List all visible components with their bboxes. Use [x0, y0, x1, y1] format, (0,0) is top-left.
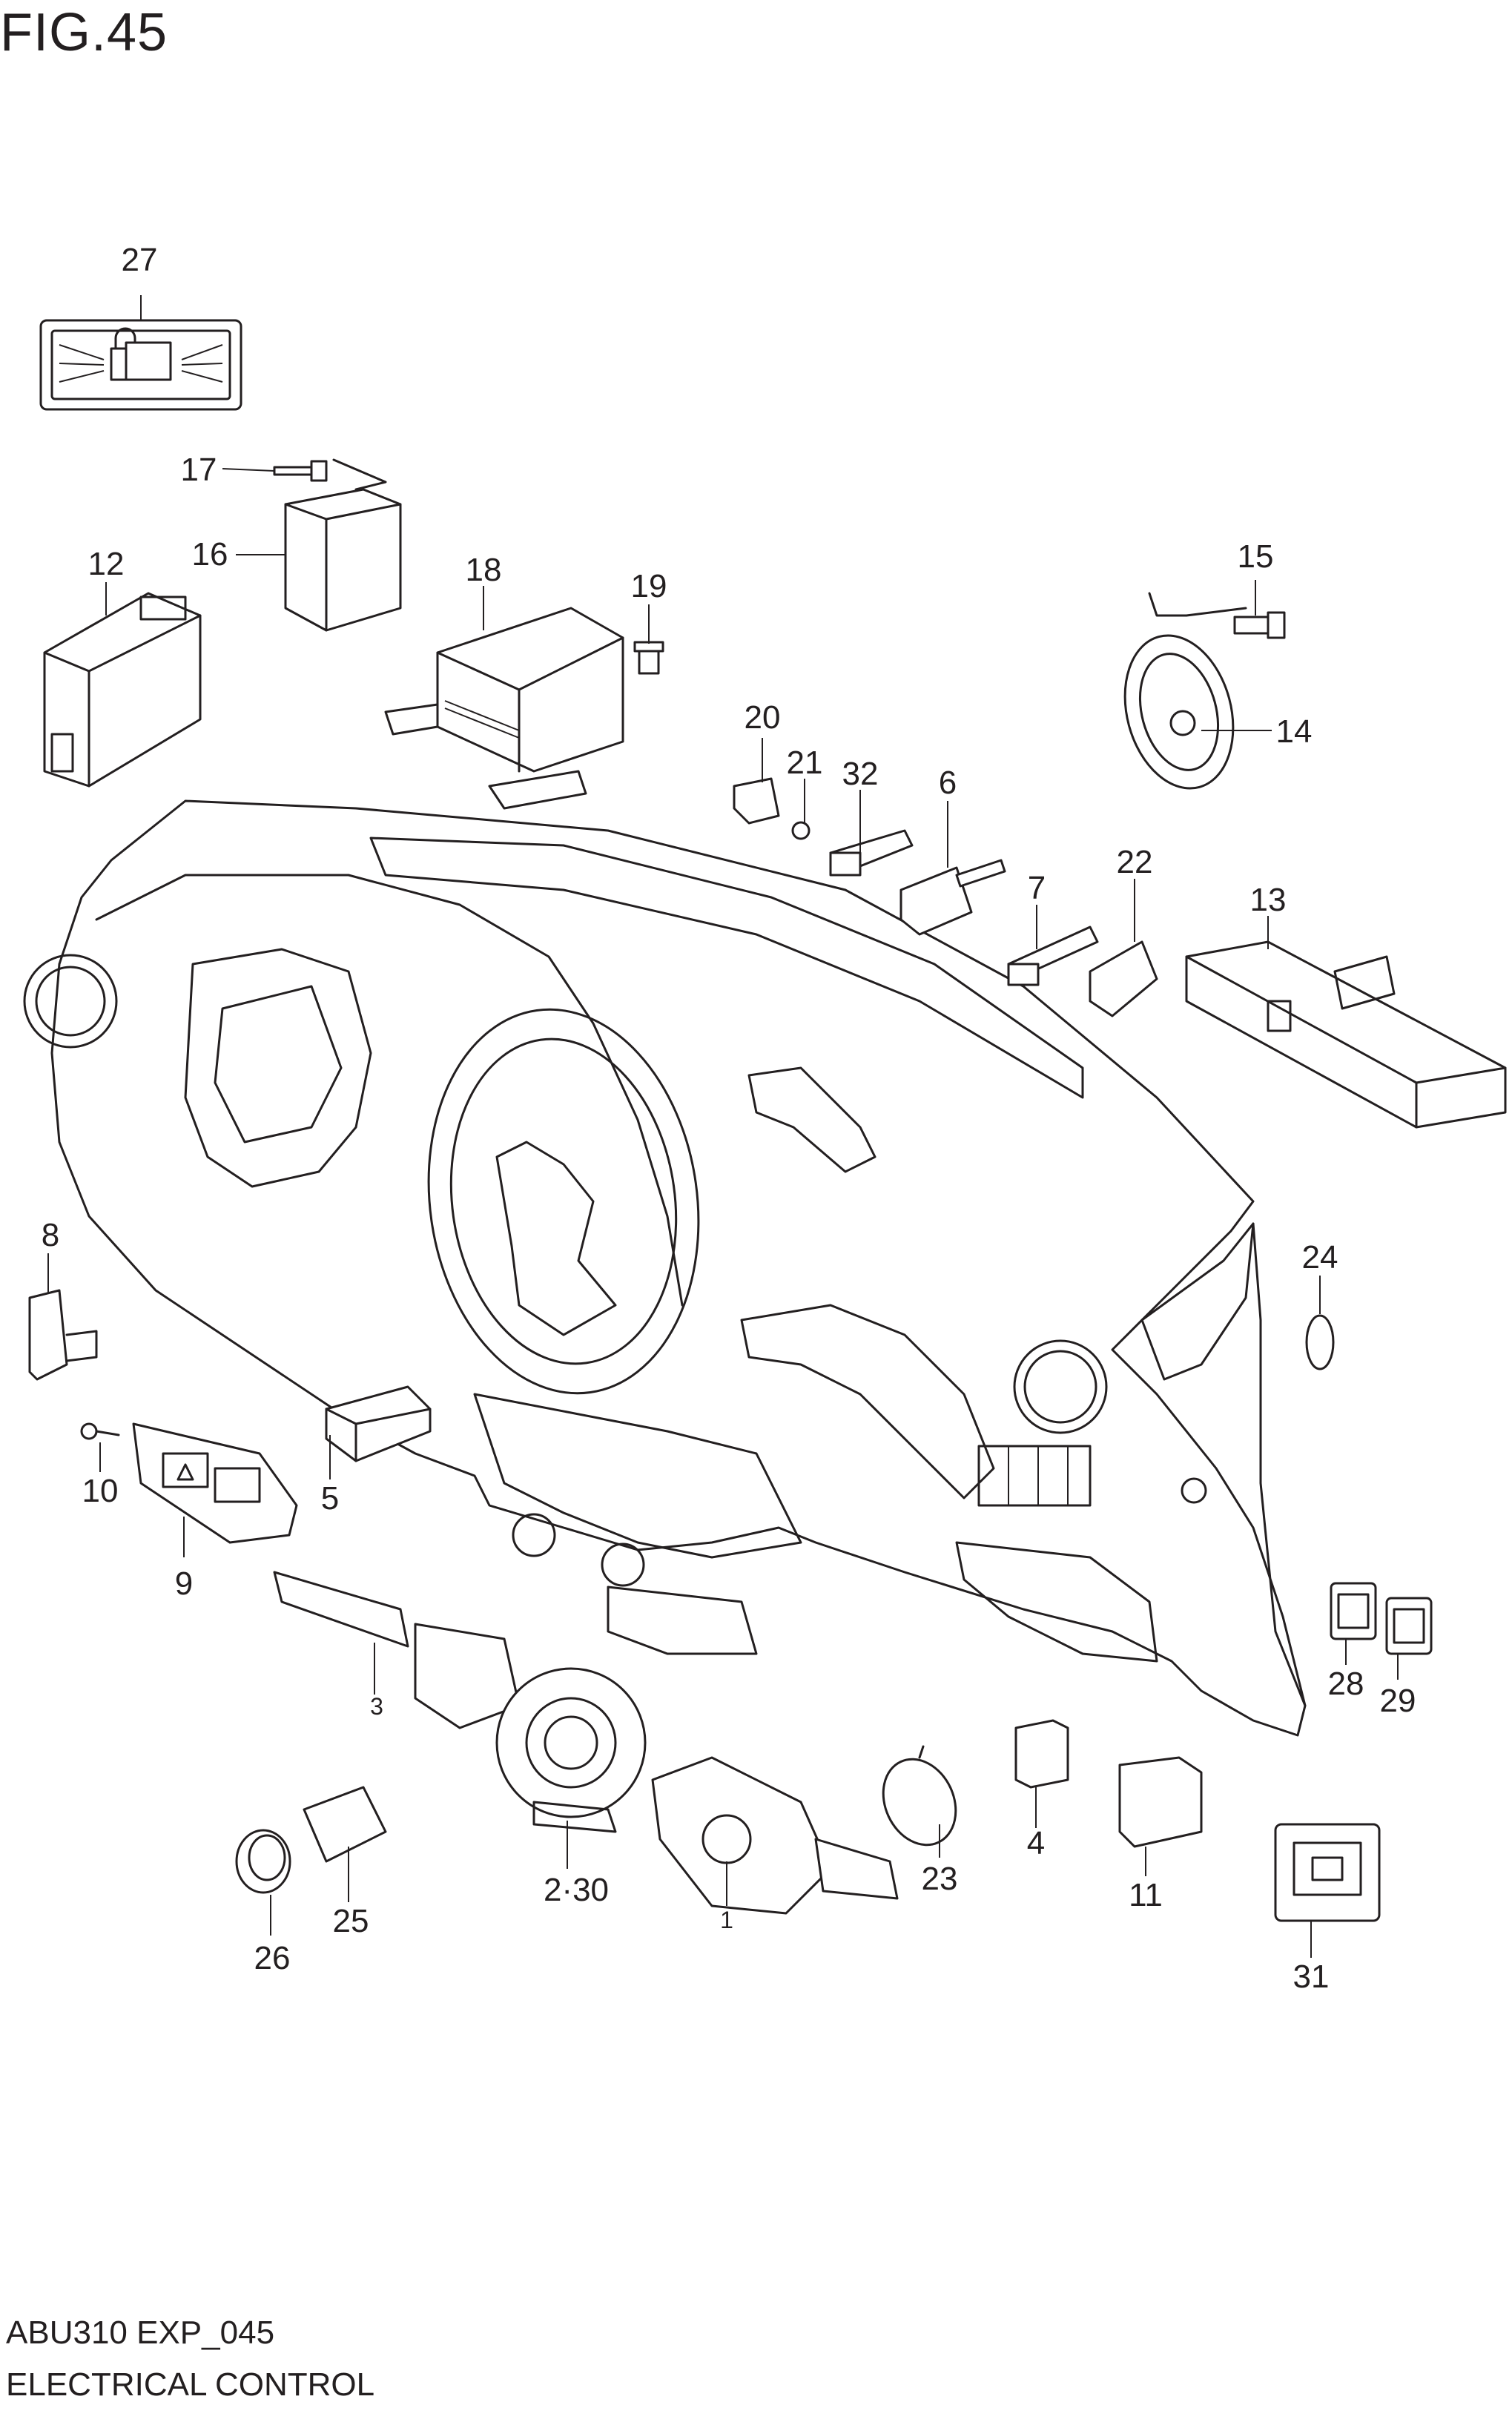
- callout-25: 25: [333, 1903, 369, 1939]
- diagram-name: ELECTRICAL CONTROL: [6, 2366, 375, 2403]
- part-20-sensor: [733, 777, 780, 825]
- part-22-sensor: [1089, 940, 1158, 1017]
- part-15-bolt: [1233, 611, 1286, 639]
- part-3-combination-switch: [273, 1571, 521, 1729]
- callout-31: 31: [1293, 1959, 1330, 1995]
- callout-5: 5: [321, 1480, 339, 1517]
- leader-lines: [47, 295, 1399, 1958]
- callout-10: 10: [82, 1473, 119, 1509]
- callout-24: 24: [1302, 1239, 1338, 1276]
- callout-22: 22: [1117, 844, 1153, 880]
- part-11-module: [1118, 1756, 1203, 1848]
- part-18-airbag-control-unit: [384, 607, 624, 810]
- part-6-stop-lamp-switch: [899, 859, 1006, 936]
- callout-6: 6: [939, 765, 957, 801]
- callout-12: 12: [88, 546, 125, 582]
- part-10-screw: [80, 1422, 120, 1440]
- callout-11: 11: [1129, 1877, 1163, 1913]
- part-8-switch: [28, 1289, 98, 1381]
- callout-14: 14: [1276, 713, 1313, 750]
- part-7-switch: [1007, 926, 1099, 986]
- part-1-combination-switch: [651, 1756, 899, 1915]
- part-31-switch-panel: [1274, 1823, 1381, 1922]
- part-4-switch: [1014, 1719, 1069, 1789]
- callout-1: 1: [720, 1907, 733, 1933]
- part-26-button: [235, 1829, 291, 1894]
- callout-18: 18: [466, 552, 502, 588]
- callout-2-30: 2·30: [544, 1872, 609, 1908]
- callout-20: 20: [745, 699, 781, 736]
- callout-4: 4: [1027, 1825, 1045, 1861]
- callout-19: 19: [631, 568, 667, 604]
- callout-28: 28: [1328, 1666, 1364, 1702]
- callout-32: 32: [842, 756, 879, 792]
- part-5-switch: [325, 1385, 432, 1462]
- callout-8: 8: [42, 1217, 59, 1253]
- callout-21: 21: [787, 745, 823, 781]
- callout-9: 9: [175, 1565, 193, 1602]
- part-13-module: [1185, 940, 1507, 1129]
- callout-29: 29: [1380, 1683, 1416, 1719]
- part-12-control-module: [43, 592, 202, 788]
- instrument-panel: [23, 799, 1307, 1737]
- callout-23: 23: [922, 1861, 958, 1897]
- part-2-30-spiral-cable: [495, 1667, 647, 1833]
- part-28-switch: [1330, 1582, 1377, 1640]
- part-27-warning-label: [39, 319, 242, 411]
- callout-27: 27: [122, 242, 158, 278]
- part-9-hazard-switch: [132, 1422, 298, 1544]
- part-24-plug: [1305, 1314, 1335, 1370]
- part-25-switch: [303, 1786, 387, 1863]
- callout-17: 17: [181, 452, 217, 488]
- part-21-bolt: [791, 821, 811, 840]
- callout-7: 7: [1028, 870, 1046, 906]
- callout-labels: 27 17 16 12 18 19 15 14 20 21 32 6 22 7 …: [42, 242, 1416, 1995]
- part-16-relay: [284, 458, 402, 632]
- part-19-bolt: [633, 641, 664, 675]
- callout-16: 16: [192, 536, 228, 573]
- part-32-switch: [829, 829, 914, 877]
- callout-13: 13: [1250, 882, 1287, 918]
- part-29-switch: [1385, 1597, 1433, 1655]
- callout-26: 26: [254, 1940, 291, 1976]
- callout-3: 3: [370, 1693, 383, 1720]
- part-23-cover: [882, 1745, 957, 1847]
- diagram-code: ABU310 EXP_045: [6, 2315, 275, 2351]
- figure-title: FIG.45: [0, 3, 168, 62]
- part-14-horn: [1123, 592, 1247, 790]
- callout-15: 15: [1238, 538, 1274, 575]
- part-17-bolt: [273, 460, 328, 482]
